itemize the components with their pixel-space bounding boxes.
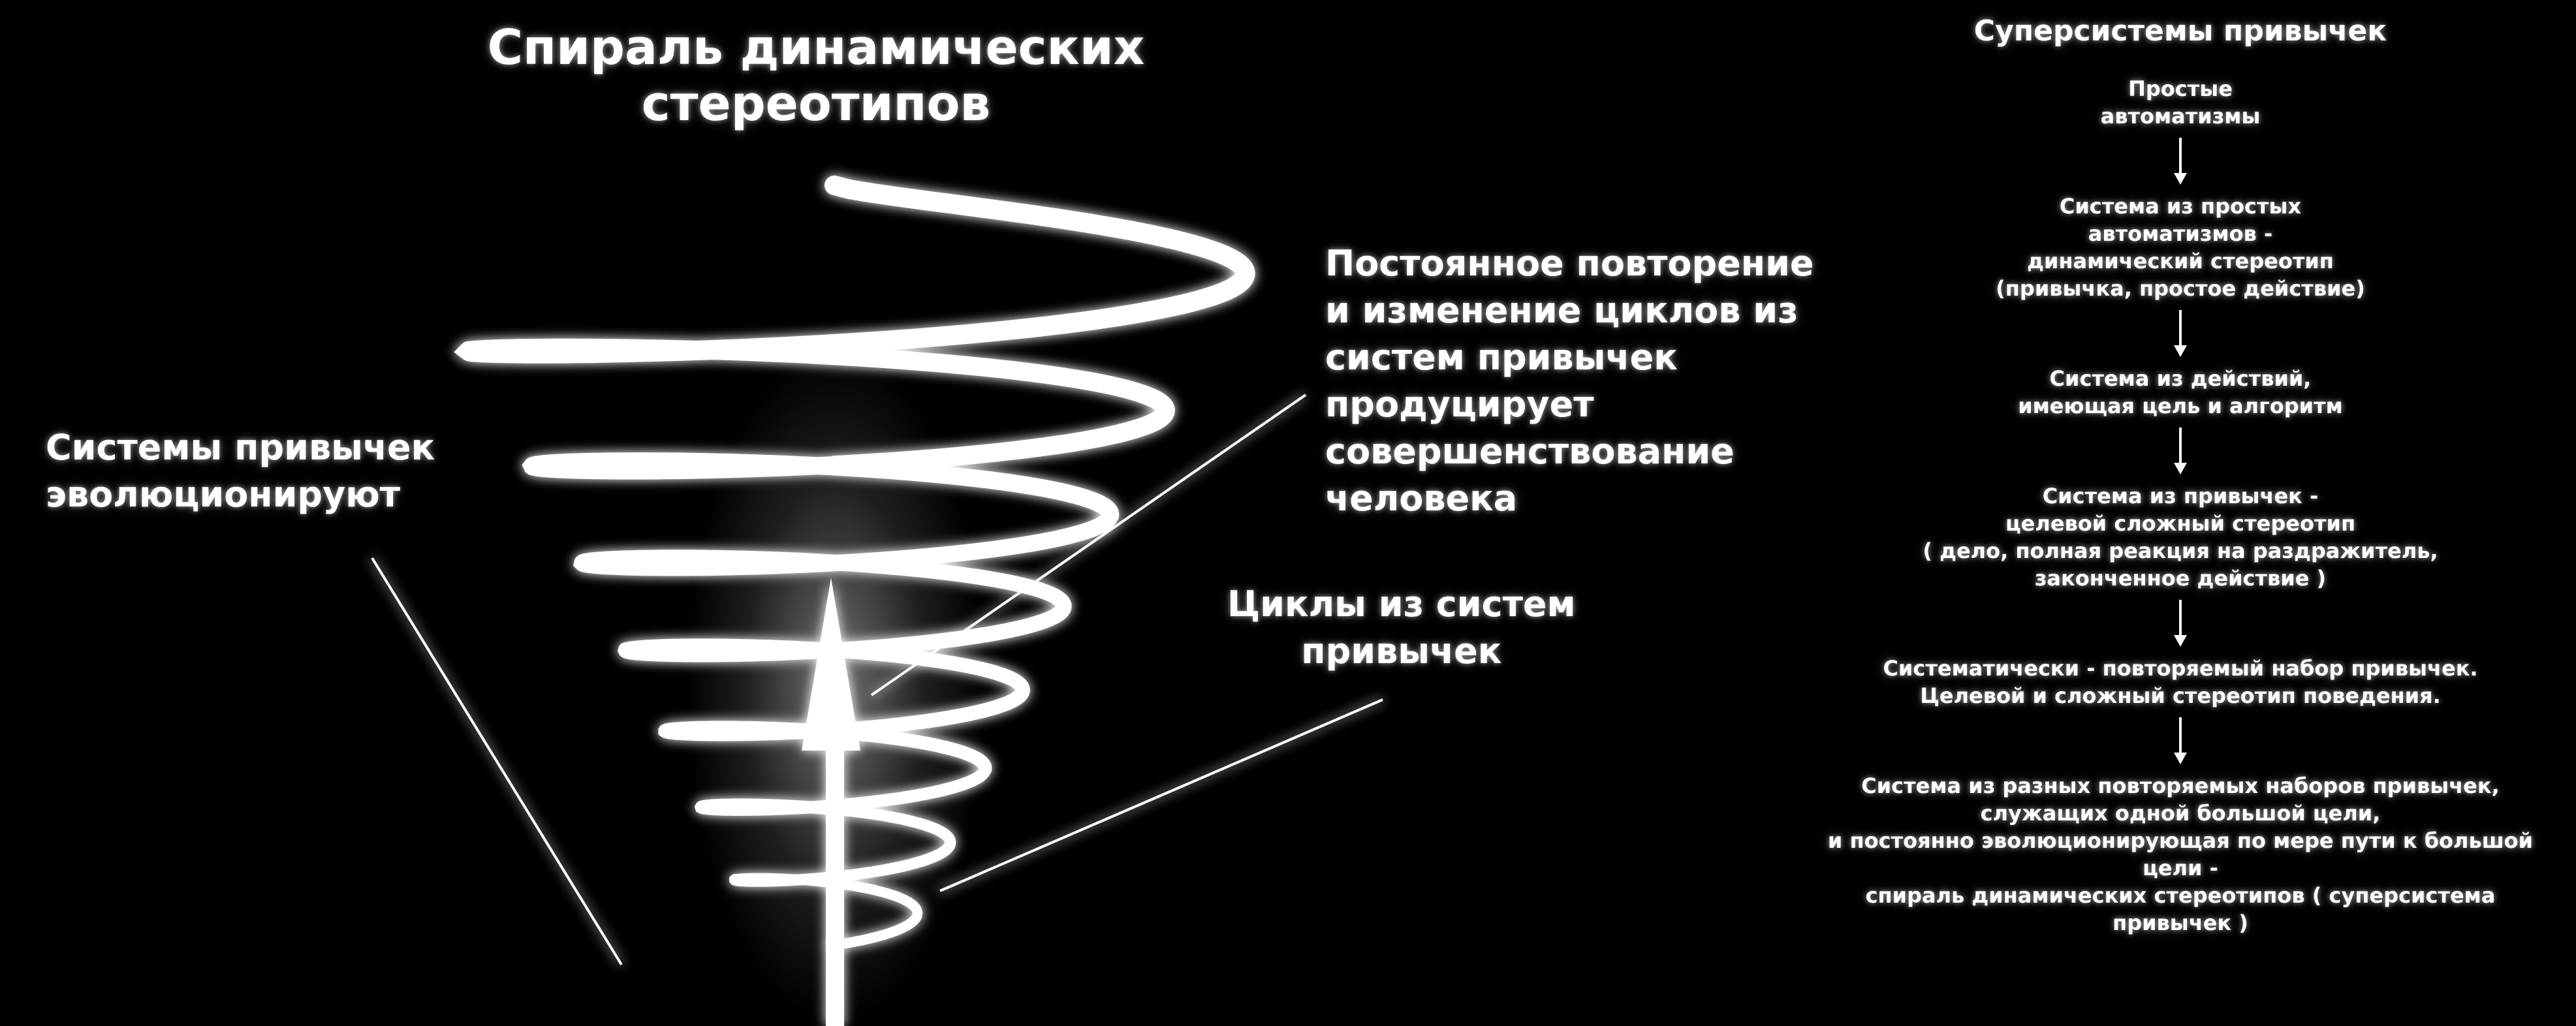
pointer-line-top-right [870, 394, 1307, 696]
pointer-line-bottom-right [939, 698, 1383, 892]
hierarchy-step-6: Система из разных повторяемых наборов пр… [1827, 773, 2534, 935]
label-systems-evolve: Системы привычек эволюционируют [46, 427, 435, 515]
spiral [454, 176, 1255, 950]
down-arrow-icon [1821, 130, 2539, 193]
label-constant-repetition: Постоянное повторение и изменение циклов… [1325, 243, 1814, 519]
hierarchy-step-5: Систематически - повторяемый набор привы… [1883, 656, 2478, 708]
pointer-lines [371, 394, 1383, 966]
label-cycles: Циклы из систем привычек [1227, 583, 1576, 672]
down-arrow-icon [1821, 592, 2539, 655]
hierarchy-step-2: Система из простых автоматизмов - динами… [1996, 194, 2365, 301]
spiral-segment [694, 763, 992, 816]
spiral-segment [617, 555, 1072, 662]
spiral-segment [618, 638, 1030, 738]
hierarchy-title: Суперсистемы привычек [1973, 14, 2387, 48]
down-arrow-icon [1821, 302, 2539, 365]
spiral-illustration [371, 176, 1383, 1026]
spiral-segment [522, 452, 1120, 525]
page-title: Спираль динамических стереотипов [487, 20, 1145, 132]
pointer-line-left [371, 557, 623, 966]
down-arrow-icon [1821, 420, 2539, 482]
arrow-shaft [826, 724, 844, 1026]
hierarchy-step-4: Система из привычек - целевой сложный ст… [1923, 484, 2438, 591]
spiral-segment [658, 721, 992, 777]
hierarchy-step-3: Система из действий, имеющая цель и алго… [2018, 366, 2343, 418]
central-arrow [802, 578, 860, 1026]
spiral-segment [730, 873, 923, 950]
down-arrow-icon [1821, 709, 2539, 772]
spiral-segment [460, 338, 1175, 474]
spiral-segment [454, 176, 1255, 364]
spiral-segment [573, 507, 1119, 576]
hierarchy-column: Суперсистемы привычек Простые автоматизм… [1821, 14, 2539, 937]
hierarchy-step-1: Простые автоматизмы [2100, 76, 2261, 129]
arrow-head [802, 578, 860, 751]
